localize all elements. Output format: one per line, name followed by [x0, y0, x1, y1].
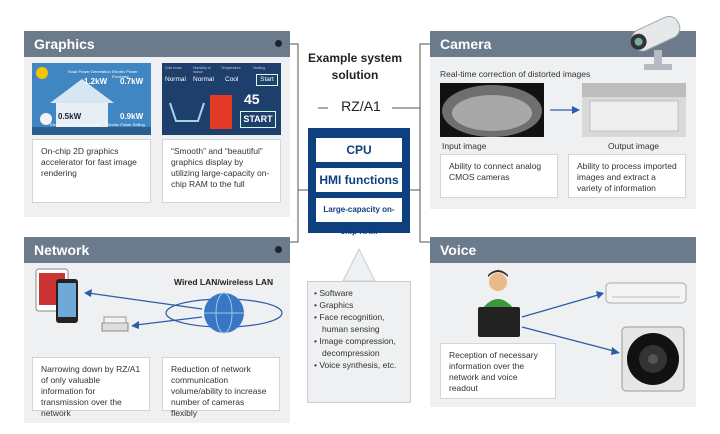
camera-subtitle: Real-time correction of distorted images — [440, 69, 591, 79]
energy-label: Electric Power Purchase — [112, 69, 138, 79]
feature-list: • Software • Graphics • Face recognition… — [307, 281, 411, 403]
network-desc-2: Reduction of network communication volum… — [162, 357, 280, 418]
energy-label: Electric Power Selling — [106, 122, 145, 127]
chip-name: RZ/A1 — [341, 98, 381, 114]
feature-item: • Graphics — [314, 300, 354, 310]
person-icon — [478, 270, 520, 337]
graphics-panel: Graphics Solar Power Generation Electric… — [24, 31, 290, 217]
house-icon — [32, 67, 151, 135]
solution-title: Example system solution — [307, 51, 403, 82]
graphics-title: Graphics — [34, 36, 95, 52]
camera-panel: Camera Real-time correction of distorted… — [430, 31, 696, 209]
graphics-desc-2: “Smooth” and “beautiful” graphics displa… — [162, 139, 281, 203]
connector-camera — [410, 43, 430, 191]
energy-value: 0.7kW — [120, 77, 144, 86]
aircon-label: Temperature — [221, 66, 241, 70]
aircon-start-button: START — [240, 111, 276, 128]
voice-graphic — [478, 270, 687, 392]
aircon-label: Humidity of indoor — [193, 66, 211, 74]
network-graphic — [35, 268, 283, 334]
graphics-header: Graphics — [24, 31, 290, 57]
feature-item: • Software — [314, 288, 353, 298]
voice-desc-1: Reception of necessary information over … — [440, 343, 556, 399]
connector-network — [290, 190, 299, 243]
chip-block: CPU HMI functions Large-capacity on-chip… — [308, 128, 410, 236]
aircon-label: Cold mode — [165, 66, 182, 70]
aircon-label: Heating — [253, 66, 266, 70]
wired-label: Wired LAN/wireless LAN — [174, 277, 274, 287]
air-conditioner-icon — [605, 282, 687, 304]
network-panel: Network Wired LAN/wireless LAN Narrowing… — [24, 237, 290, 423]
aircon-temp: 45 — [244, 91, 260, 107]
hmi-block: HMI functions — [316, 168, 402, 192]
voice-title: Voice — [440, 242, 477, 258]
camera-images — [440, 83, 686, 137]
network-header: Network — [24, 237, 290, 263]
energy-value: 0.5kW — [58, 112, 82, 121]
energy-label: Electric Power Consumption — [50, 122, 101, 127]
energy-value: 0.9kW — [120, 112, 144, 121]
ram-block: Large-capacity on-chip RAM — [316, 198, 402, 236]
camera-desc-1: Ability to connect analog CMOS cameras — [440, 154, 558, 198]
output-image-label: Output image — [608, 141, 660, 151]
devices-icon — [35, 268, 78, 323]
router-icon — [101, 316, 129, 332]
heater-icon — [169, 95, 232, 129]
voice-panel: Voice Reception of necessary information… — [430, 237, 696, 407]
connector-graphics — [290, 43, 308, 191]
feature-item: • Voice synthesis, etc. — [314, 360, 397, 370]
input-image-label: Input image — [442, 141, 487, 151]
aircon-value: Normal — [165, 76, 186, 83]
feature-item: • Image compression, decompression — [314, 336, 396, 358]
dot-icon — [275, 40, 282, 47]
globe-icon — [165, 292, 283, 334]
voice-header: Voice — [430, 237, 696, 263]
aircon-start-small: Start — [256, 74, 278, 86]
aircon-value: Normal — [193, 76, 214, 83]
energy-screen: Solar Power Generation Electric Power Pu… — [32, 63, 151, 135]
speaker-icon — [621, 326, 685, 392]
dot-icon — [275, 246, 282, 253]
feature-item: • Face recognition, human sensing — [314, 312, 385, 334]
camera-desc-2: Ability to process imported images and e… — [568, 154, 686, 198]
cpu-block: CPU — [316, 138, 402, 162]
aircon-value: Cool — [225, 76, 239, 83]
network-title: Network — [34, 242, 90, 258]
energy-value: 1.2kW — [84, 77, 108, 86]
graphics-desc-1: On-chip 2D graphics accelerator for fast… — [32, 139, 151, 203]
aircon-screen: Cold mode Humidity of indoor Temperature… — [162, 63, 281, 135]
camera-title: Camera — [440, 36, 492, 52]
connector-voice — [419, 190, 430, 243]
network-desc-1: Narrowing down by RZ/A1 of only valuable… — [32, 357, 150, 418]
energy-label: Solar Power Generation — [68, 69, 111, 74]
